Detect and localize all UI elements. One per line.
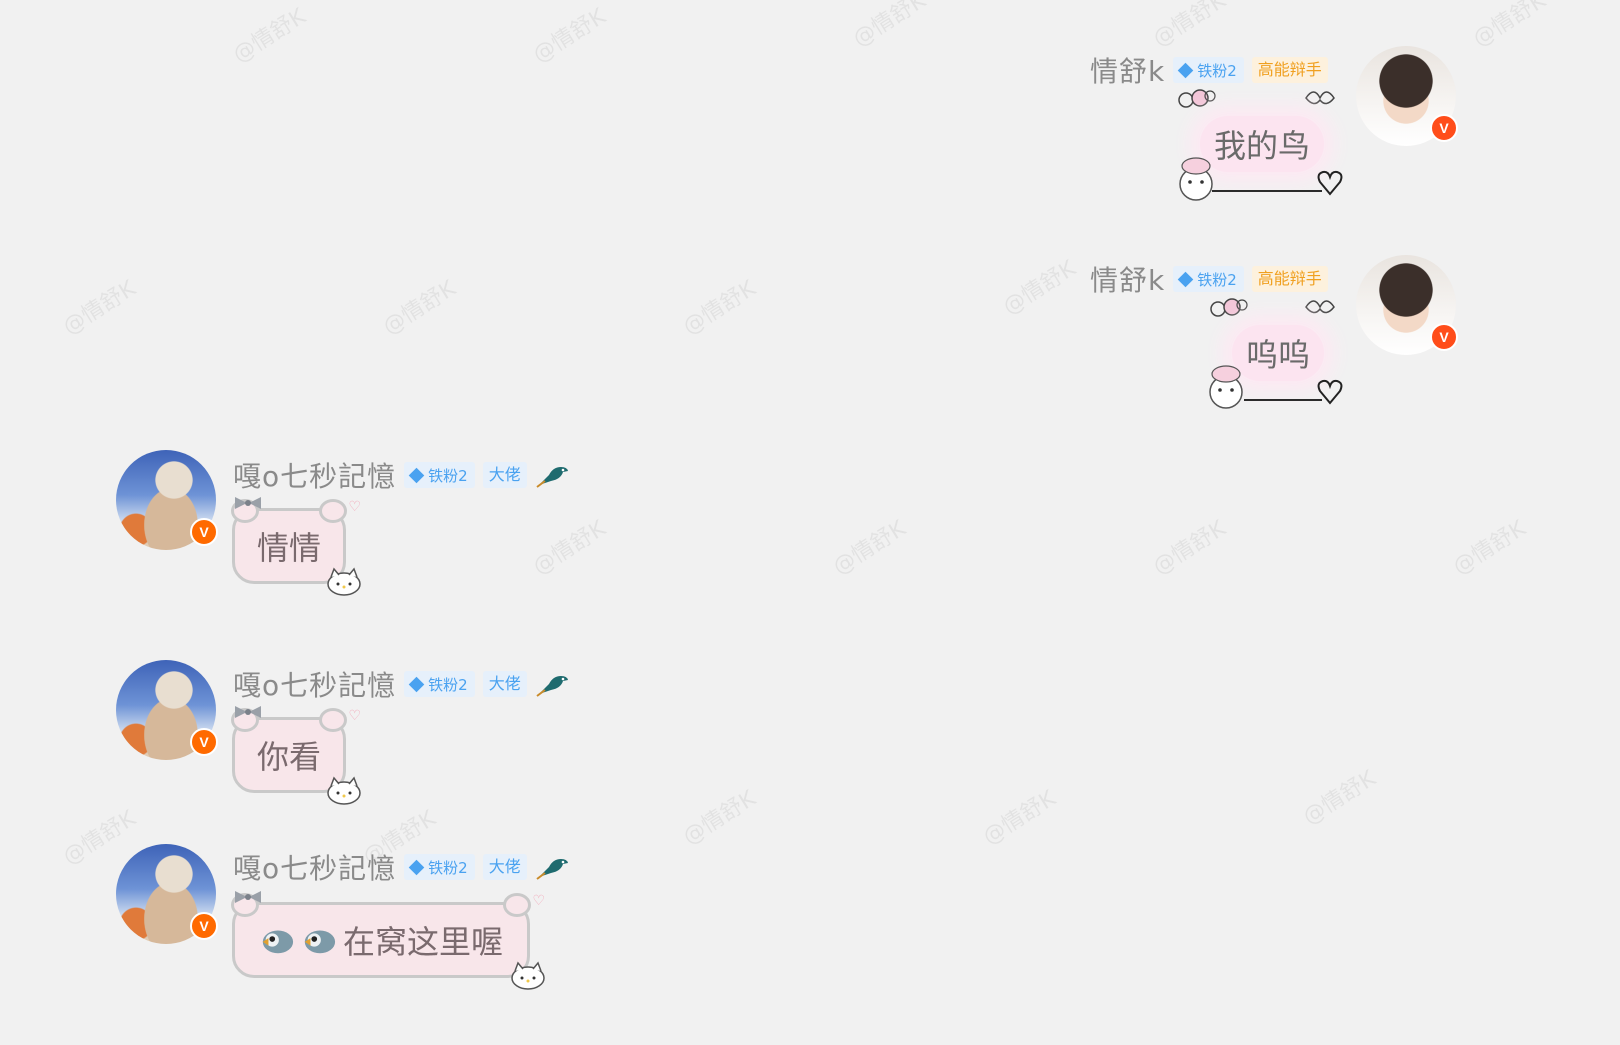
- bird-icon: [536, 859, 568, 880]
- avatar[interactable]: V: [116, 450, 218, 550]
- username[interactable]: 嘎o七秒記憶: [233, 852, 397, 885]
- kitty-decoration-icon: [327, 776, 361, 805]
- message-bubble[interactable]: 你看 ♡: [231, 706, 361, 805]
- watermark-text: @情舒K: [1298, 766, 1381, 831]
- title-badge[interactable]: 大佬: [482, 854, 527, 880]
- message-bubble[interactable]: 我的鸟: [1200, 116, 1325, 172]
- heart-decoration-icon: [1317, 379, 1343, 405]
- watermark-text: @情舒K: [528, 4, 611, 69]
- username[interactable]: 情舒k: [1090, 55, 1166, 88]
- v-badge-icon: V: [1430, 323, 1458, 351]
- diamond-icon: [1177, 271, 1194, 287]
- heart-decoration-icon: ♡: [348, 708, 361, 724]
- title-badge[interactable]: 大佬: [482, 671, 527, 697]
- message-header: 嘎o七秒記憶 铁粉2 大佬: [233, 847, 571, 887]
- watermark-text: @情舒K: [828, 516, 911, 581]
- sheep-decoration-icon: [1209, 365, 1243, 409]
- bow-decoration-icon: [235, 891, 261, 903]
- username[interactable]: 嘎o七秒記憶: [233, 669, 397, 702]
- avatar[interactable]: V: [116, 844, 218, 944]
- fan-badge-label: 铁粉2: [428, 466, 468, 485]
- message-bubble[interactable]: 在窝这里喔 ♡: [231, 891, 545, 990]
- sheep-decoration-icon: [1179, 157, 1213, 201]
- fan-level-badge[interactable]: 铁粉2: [404, 854, 475, 880]
- fan-level-badge[interactable]: 铁粉2: [404, 462, 475, 488]
- message-header: 情舒k 铁粉2 高能辩手: [1090, 259, 1328, 299]
- watermark-text: @情舒K: [58, 276, 141, 341]
- watermark-text: @情舒K: [678, 276, 761, 341]
- diamond-icon: [408, 467, 425, 483]
- v-badge-icon: V: [190, 728, 218, 756]
- kitty-decoration-icon: [511, 961, 545, 990]
- avatar[interactable]: V: [1356, 46, 1458, 146]
- message-bubble[interactable]: 情情 ♡: [231, 497, 361, 596]
- fan-level-badge[interactable]: 铁粉2: [1173, 57, 1244, 83]
- message-text: 在窝这里喔: [342, 923, 503, 961]
- butterfly-decoration-icon: [1305, 300, 1335, 314]
- butterfly-decoration-icon: [1210, 298, 1248, 317]
- watermark-text: @情舒K: [978, 786, 1061, 851]
- message-header: 情舒k 铁粉2 高能辩手: [1090, 50, 1328, 90]
- bow-decoration-icon: [235, 497, 261, 509]
- kitty-decoration-icon: [327, 567, 361, 596]
- fan-level-badge[interactable]: 铁粉2: [1173, 266, 1244, 292]
- butterfly-decoration-icon: [1178, 89, 1216, 108]
- bubble-ear-decoration: [503, 893, 531, 917]
- title-badge[interactable]: 高能辩手: [1251, 266, 1328, 292]
- diamond-icon: [408, 676, 425, 692]
- v-badge-icon: V: [1430, 114, 1458, 142]
- heart-decoration-icon: [1317, 170, 1343, 196]
- v-badge-icon: V: [190, 518, 218, 546]
- title-badge[interactable]: 大佬: [482, 462, 527, 488]
- fan-badge-label: 铁粉2: [1197, 61, 1237, 80]
- watermark-text: @情舒K: [228, 4, 311, 69]
- watermark-text: @情舒K: [848, 0, 931, 53]
- watermark-text: @情舒K: [678, 786, 761, 851]
- watermark-text: @情舒K: [1448, 516, 1531, 581]
- decoration-line: [1212, 190, 1322, 192]
- avatar[interactable]: V: [1356, 255, 1458, 355]
- message-text: 情情: [257, 529, 322, 567]
- username[interactable]: 情舒k: [1090, 264, 1166, 297]
- message-header: 嘎o七秒記憶 铁粉2 大佬: [233, 455, 571, 495]
- watermark-text: @情舒K: [1148, 0, 1231, 53]
- message-bubble[interactable]: 呜呜: [1232, 325, 1325, 381]
- watermark-text: @情舒K: [1148, 516, 1231, 581]
- avatar[interactable]: V: [116, 660, 218, 760]
- message-header: 嘎o七秒記憶 铁粉2 大佬: [233, 664, 571, 704]
- bubble-ear-decoration: [319, 708, 347, 732]
- bird-icon: [536, 467, 568, 488]
- bow-decoration-icon: [235, 706, 261, 718]
- message-text: 你看: [257, 738, 322, 776]
- fan-badge-label: 铁粉2: [428, 858, 468, 877]
- bird-emoji-icon: [304, 930, 336, 954]
- bird-icon: [536, 676, 568, 697]
- watermark-text: @情舒K: [1468, 0, 1551, 53]
- bubble-ear-decoration: [319, 499, 347, 523]
- bird-emoji-icon: [262, 930, 294, 954]
- heart-decoration-icon: ♡: [532, 893, 545, 909]
- fan-level-badge[interactable]: 铁粉2: [404, 671, 475, 697]
- heart-decoration-icon: ♡: [348, 499, 361, 515]
- decoration-line: [1244, 399, 1322, 401]
- v-badge-icon: V: [190, 912, 218, 940]
- diamond-icon: [408, 859, 425, 875]
- butterfly-decoration-icon: [1305, 91, 1335, 105]
- watermark-text: @情舒K: [998, 256, 1081, 321]
- fan-badge-label: 铁粉2: [1197, 270, 1237, 289]
- title-badge[interactable]: 高能辩手: [1251, 57, 1328, 83]
- fan-badge-label: 铁粉2: [428, 675, 468, 694]
- diamond-icon: [1177, 62, 1194, 78]
- watermark-text: @情舒K: [378, 276, 461, 341]
- watermark-text: @情舒K: [528, 516, 611, 581]
- username[interactable]: 嘎o七秒記憶: [233, 460, 397, 493]
